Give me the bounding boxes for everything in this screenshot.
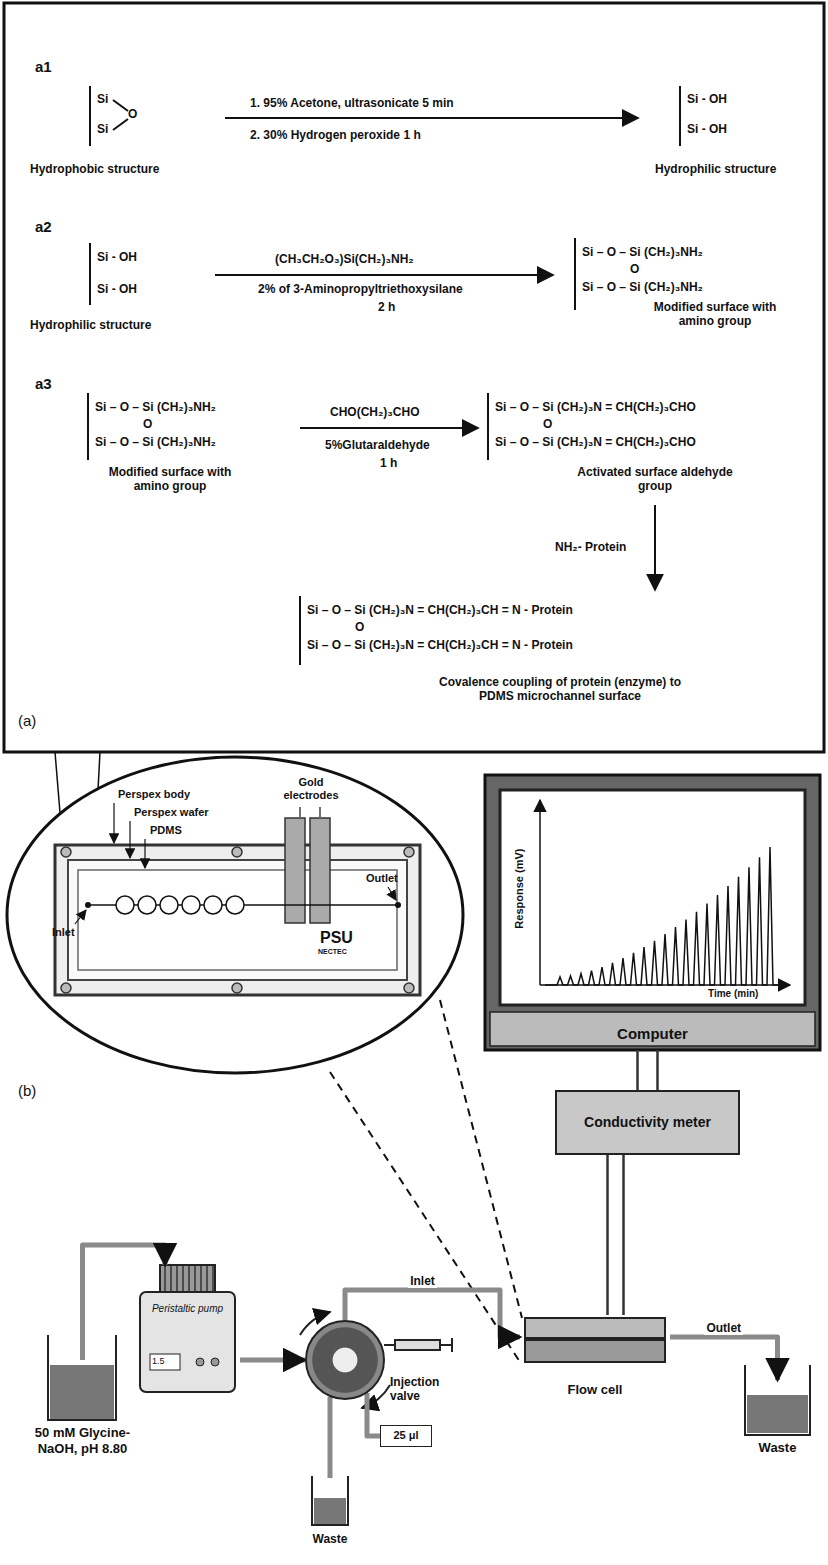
label-text: CHO(CH₂)₃CHO xyxy=(330,405,420,419)
label-text: (b) xyxy=(18,1082,36,1100)
node-text: 50 mM Glycine-NaOH, pH 8.80 xyxy=(20,1425,145,1456)
node-text: Waste xyxy=(735,1440,820,1456)
label-text: Activated surface aldehyde group xyxy=(560,465,750,494)
panel-a-frame xyxy=(4,3,824,752)
tubing xyxy=(240,1358,305,1363)
flow-cell xyxy=(525,1318,665,1362)
node-text: Conductivity meter xyxy=(584,1114,711,1131)
label-text: O xyxy=(128,107,137,121)
node-text: Peristaltic pump xyxy=(135,1303,240,1315)
label-text: NH₂- Protein xyxy=(555,540,626,554)
flow-cell: Flow cell xyxy=(520,1315,670,1400)
label-text: O xyxy=(143,417,152,431)
node-text: 25 μl xyxy=(393,1429,418,1442)
pump: Peristaltic pump 1.5 xyxy=(135,1265,240,1395)
signal-wire xyxy=(608,1155,624,1315)
chip-zoom xyxy=(7,757,463,1073)
label-text: PDMS xyxy=(150,824,182,837)
label-text: Si – O – Si (CH₂)₃NH₂ xyxy=(582,245,703,259)
waste-beaker: Waste xyxy=(735,1360,820,1465)
label-text: a1 xyxy=(35,58,52,76)
label-text: Si - OH xyxy=(97,250,137,264)
label-text: 2% of 3-Aminopropyltriethoxysilane xyxy=(258,282,463,296)
label-text: Si xyxy=(97,122,108,136)
label-text: Si - OH xyxy=(687,122,727,136)
label-text: O xyxy=(543,417,552,431)
label-text: Perspex wafer xyxy=(134,806,209,819)
label-text: Time (min) xyxy=(708,988,758,1000)
label-text: Inlet xyxy=(52,926,75,939)
label-text: Si – O – Si (CH₂)₃NH₂ xyxy=(582,280,703,294)
edge-label: Inlet xyxy=(408,1274,437,1288)
computer-monitor xyxy=(485,775,820,1050)
computer: Computer xyxy=(485,775,820,1050)
label-text: Si – O – Si (CH₂)₃N = CH(CH₂)₃CHO xyxy=(495,435,696,449)
label-text: 1. 95% Acetone, ultrasonicate 5 min xyxy=(250,96,454,110)
label-text: Si – O – Si (CH₂)₃N = CH(CH₂)₃CHO xyxy=(495,400,696,414)
label-text: (CH₃CH₂O₃)Si(CH₂)₃NH₂ xyxy=(275,252,414,266)
label-text: Response (mV) xyxy=(513,839,526,939)
edge-label: Outlet xyxy=(704,1321,743,1335)
reaction-scheme xyxy=(88,86,680,665)
node-text: Computer xyxy=(485,1025,820,1043)
label-text: O xyxy=(355,620,364,634)
tubing xyxy=(670,1337,778,1380)
label-text: Si – O – Si (CH₂)₃N = CH(CH₂)₃CH = N - P… xyxy=(307,638,573,652)
node-text: Flow cell xyxy=(520,1382,670,1398)
valve-parts xyxy=(300,1312,452,1408)
injection-valve: Injection valve xyxy=(305,1320,385,1400)
tubing xyxy=(83,1245,166,1360)
label-text: PSU xyxy=(320,928,353,947)
label-text: Hydrophilic structure xyxy=(30,318,151,332)
label-text: 5%Glutaraldehyde xyxy=(325,438,430,452)
tubing xyxy=(328,1397,333,1478)
label-text: Hydrophobic structure xyxy=(30,162,159,176)
label-text: Outlet xyxy=(366,872,398,885)
signal-wire xyxy=(638,1050,658,1090)
label-text: 1 h xyxy=(380,456,397,470)
label-text: Si - OH xyxy=(687,92,727,106)
label-text: (a) xyxy=(18,712,36,730)
label-text: Si – O – Si (CH₂)₃NH₂ xyxy=(95,400,216,414)
node-text: Injection valve xyxy=(390,1375,462,1404)
node-text: Waste xyxy=(295,1532,365,1546)
sample-loop: 25 μl xyxy=(380,1425,432,1447)
waste-beaker: Waste xyxy=(295,1470,365,1555)
tubing xyxy=(367,1393,380,1436)
label-text: 2 h xyxy=(378,300,395,314)
buffer-reservoir: 50 mM Glycine-NaOH, pH 8.80 xyxy=(20,1330,145,1480)
label-text: Si xyxy=(97,92,108,106)
label-text: Perspex body xyxy=(118,788,190,801)
label-text: Si - OH xyxy=(97,282,137,296)
label-text: a2 xyxy=(35,218,52,236)
label-text: NECTEC xyxy=(318,948,347,956)
beakers xyxy=(48,1335,810,1525)
label-text: Si – O – Si (CH₂)₃NH₂ xyxy=(95,435,216,449)
label-text: Modified surface with amino group xyxy=(95,465,245,494)
node-text: 1.5 xyxy=(152,1356,165,1367)
label-text: Gold electrodes xyxy=(278,776,344,802)
label-text: O xyxy=(630,262,639,276)
label-text: Si – O – Si (CH₂)₃N = CH(CH₂)₃CH = N - P… xyxy=(307,603,573,617)
label-text: Hydrophilic structure xyxy=(655,162,776,176)
meter-box: Conductivity meter xyxy=(555,1090,740,1155)
label-text: Covalence coupling of protein (enzyme) t… xyxy=(420,675,700,704)
label-text: Modified surface with amino group xyxy=(640,300,790,329)
label-text: a3 xyxy=(35,375,52,393)
signal-trace xyxy=(545,847,785,985)
label-text: 2. 30% Hydrogen peroxide 1 h xyxy=(250,128,421,142)
peristaltic-pump xyxy=(140,1265,235,1392)
